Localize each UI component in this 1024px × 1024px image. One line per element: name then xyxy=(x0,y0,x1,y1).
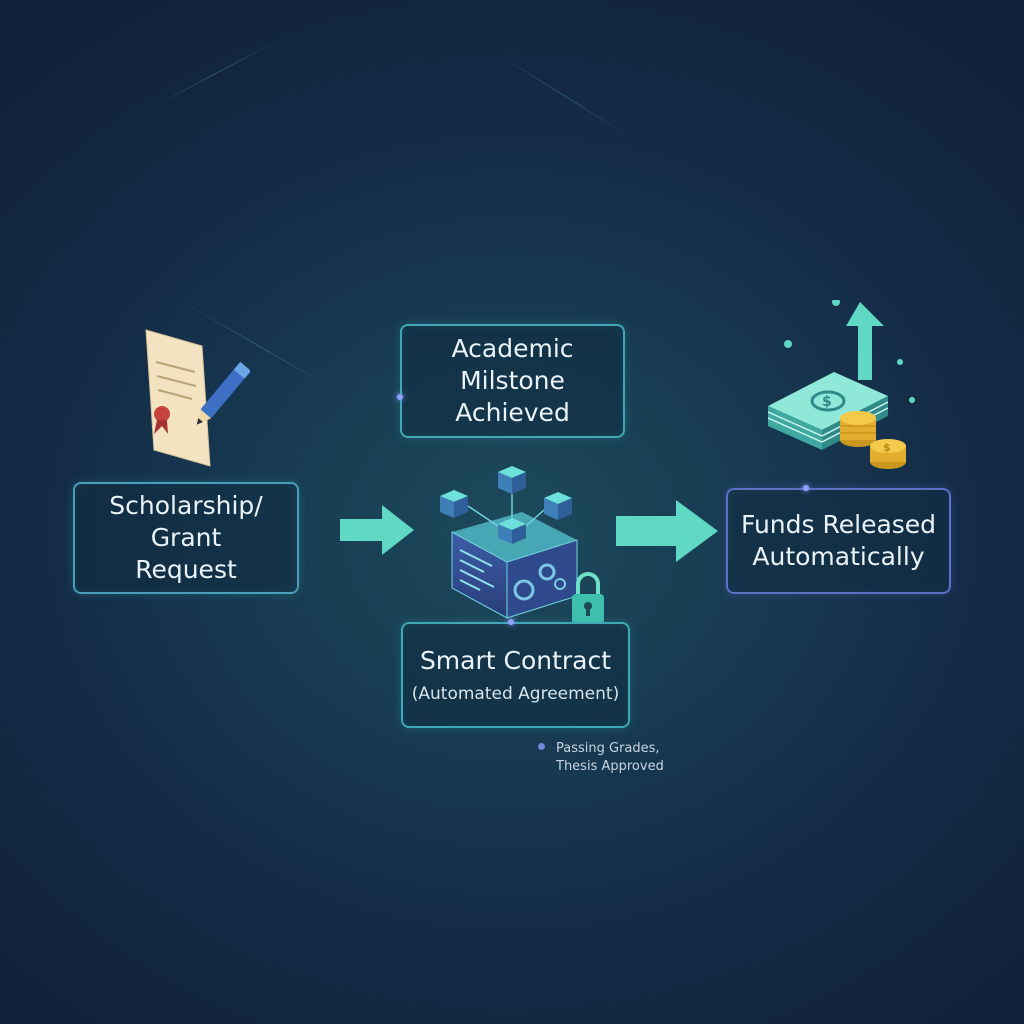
condition-note: Passing Grades, Thesis Approved xyxy=(556,740,664,776)
note-bullet xyxy=(538,743,545,750)
flow-arrow xyxy=(616,500,720,566)
smart-contract-node: Smart Contract (Automated Agreement) xyxy=(401,622,630,728)
scholarship-request-node: Scholarship/ Grant Request xyxy=(73,482,299,594)
up-arrow-icon xyxy=(846,302,884,380)
condition-line-2: Thesis Approved xyxy=(556,759,664,774)
blockchain-cube-icon xyxy=(432,460,612,625)
funds-released-node: Funds Released Automatically xyxy=(726,488,951,594)
flow-arrow xyxy=(340,505,416,559)
request-label: Scholarship/ Grant Request xyxy=(109,491,263,584)
connector-dot xyxy=(803,485,809,491)
svg-text:$: $ xyxy=(883,441,891,454)
contract-sublabel: (Automated Agreement) xyxy=(411,684,620,704)
connector-dot xyxy=(397,394,403,400)
academic-milestone-node: Academic Milstone Achieved xyxy=(400,324,625,438)
connector-dot xyxy=(508,619,514,625)
milestone-label: Academic Milstone Achieved xyxy=(451,334,574,427)
background-line xyxy=(149,37,283,109)
svg-text:$: $ xyxy=(822,394,832,410)
condition-line-1: Passing Grades, xyxy=(556,741,660,756)
coin-stack-icon: $ xyxy=(840,411,906,469)
padlock-icon xyxy=(570,570,606,626)
contract-label: Smart Contract xyxy=(419,646,612,675)
document-with-pen-icon xyxy=(140,326,251,471)
funds-label: Funds Released Automatically xyxy=(740,510,937,571)
money-stack-icon: $ $ xyxy=(760,298,920,470)
background-line xyxy=(499,55,628,136)
